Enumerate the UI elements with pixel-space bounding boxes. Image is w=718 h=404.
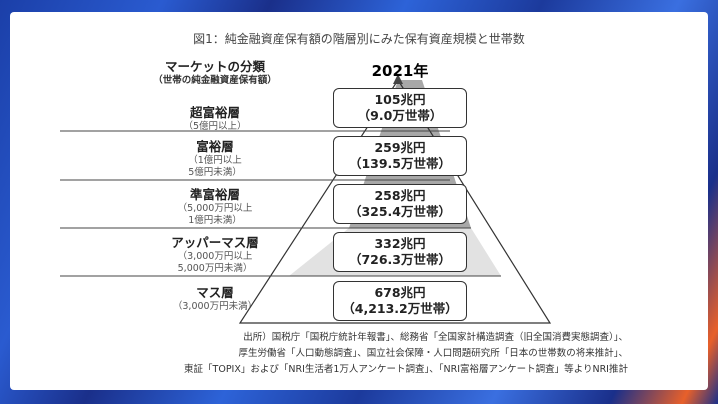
market-heading: マーケットの分類: [164, 59, 265, 74]
tier-name: アッパーマス層: [171, 235, 259, 250]
tier-households: （325.4万世帯）: [348, 204, 452, 219]
tier-name: マス層: [196, 285, 234, 300]
year-label: 2021年: [371, 62, 429, 80]
market-header: マーケットの分類 （世帯の純金融資産保有額）: [140, 56, 290, 87]
tier-households: （4,213.2万世帯）: [342, 301, 458, 316]
market-subheading: （世帯の純金融資産保有額）: [153, 75, 277, 86]
tier-assets: 332兆円: [374, 236, 426, 251]
figure-card: 図1：純金融資産保有額の階層別にみた保有資産規模と世帯数 マーケットの分類 （世…: [10, 12, 708, 390]
pyramid-outline: [238, 78, 552, 324]
tier-value-box: 259兆円（139.5万世帯）: [333, 136, 467, 176]
tier-label: 準富裕層 （5,000万円以上 1億円未満）: [160, 184, 270, 227]
tier-range: 5,000万円未満）: [177, 263, 253, 274]
tier-assets: 678兆円: [374, 285, 426, 300]
tier-range: （5億円以上）: [183, 121, 247, 132]
tier-label: 超富裕層 （5億円以上）: [160, 102, 270, 133]
source-line: 出所）国税庁「国税庁統計年報書」、総務省「全国家計構造調査（旧全国消費実態調査）…: [243, 332, 628, 343]
source-line: 東証「TOPIX」および「NRI生活者1万人アンケート調査」、「NRI富裕層アン…: [184, 364, 628, 375]
tier-name: 超富裕層: [189, 105, 240, 120]
tier-assets: 258兆円: [374, 188, 426, 203]
tier-name: 富裕層: [196, 139, 234, 154]
tier-households: （139.5万世帯）: [348, 156, 452, 171]
source-note: 出所）国税庁「国税庁統計年報書」、総務省「全国家計構造調査（旧全国消費実態調査）…: [130, 330, 628, 378]
tier-value-box: 332兆円（726.3万世帯）: [333, 232, 467, 272]
tier-households: （726.3万世帯）: [348, 252, 452, 267]
tier-value-box: 105兆円（9.0万世帯）: [333, 88, 467, 128]
tier-assets: 259兆円: [374, 140, 426, 155]
tier-range: 5億円未満）: [188, 167, 242, 178]
source-line: 厚生労働省「人口動態調査」、国立社会保障・人口問題研究所「日本の世帯数の将来推計…: [238, 348, 628, 359]
tier-households: （9.0万世帯）: [357, 108, 443, 123]
tier-range: （5,000万円以上: [177, 203, 253, 214]
tier-label: マス層 （3,000万円未満）: [160, 282, 270, 313]
tier-assets: 105兆円: [374, 92, 426, 107]
tier-value-box: 258兆円（325.4万世帯）: [333, 184, 467, 224]
tier-name: 準富裕層: [189, 187, 240, 202]
tier-value-box: 678兆円（4,213.2万世帯）: [333, 281, 467, 321]
tier-label: 富裕層 （1億円以上 5億円未満）: [160, 136, 270, 179]
tier-range: （1億円以上: [188, 155, 242, 166]
pyramid-apex: [393, 74, 403, 84]
figure-title: 図1：純金融資産保有額の階層別にみた保有資産規模と世帯数: [193, 32, 525, 46]
tier-range: （3,000万円未満）: [172, 301, 258, 312]
tier-range: 1億円未満）: [188, 215, 242, 226]
tier-range: （3,000万円以上: [177, 251, 253, 262]
tier-label: アッパーマス層 （3,000万円以上 5,000万円未満）: [160, 232, 270, 275]
